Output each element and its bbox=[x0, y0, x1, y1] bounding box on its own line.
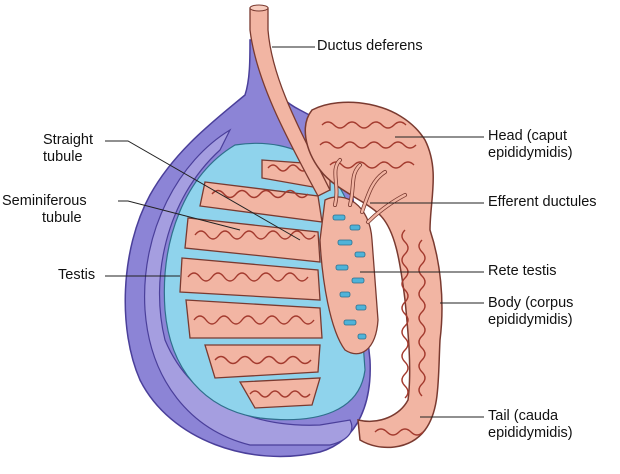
efferent-ductules-fill bbox=[333, 158, 407, 224]
leader-lines bbox=[105, 46, 484, 418]
label-straight-tubule: Straight tubule bbox=[43, 132, 93, 166]
label-tail-line1: Tail (cauda bbox=[488, 408, 559, 424]
label-testis: Testis bbox=[58, 267, 96, 283]
label-body-line1: Body (corpus bbox=[488, 295, 574, 311]
label-head-line1: Head (caput bbox=[488, 128, 567, 144]
label-tail-line2: epididymidis) bbox=[488, 425, 573, 441]
label-seminiferous-tubule: Seminiferous tubule bbox=[2, 193, 87, 227]
ductus-deferens bbox=[249, 7, 331, 197]
label-ductus-deferens: Ductus deferens bbox=[317, 38, 423, 54]
label-straight-line1: Straight bbox=[43, 132, 93, 148]
label-seminiferous-line1: Seminiferous bbox=[2, 193, 87, 209]
epididymis bbox=[304, 101, 443, 449]
label-head-line2: epididymidis) bbox=[488, 145, 573, 161]
label-tail: Tail (cauda epididymidis) bbox=[488, 408, 573, 442]
tunica-inner-band bbox=[143, 128, 353, 446]
rete-testis bbox=[319, 196, 379, 355]
epididymis-coils bbox=[319, 121, 426, 436]
label-straight-line2: tubule bbox=[43, 149, 83, 165]
label-efferent-ductules: Efferent ductules bbox=[488, 194, 597, 210]
rete-channels bbox=[332, 214, 367, 340]
label-head: Head (caput epididymidis) bbox=[488, 128, 573, 162]
label-body: Body (corpus epididymidis) bbox=[488, 295, 573, 329]
label-rete-testis: Rete testis bbox=[488, 263, 557, 279]
label-body-line2: epididymidis) bbox=[488, 312, 573, 328]
label-seminiferous-line2: tubule bbox=[42, 210, 82, 226]
